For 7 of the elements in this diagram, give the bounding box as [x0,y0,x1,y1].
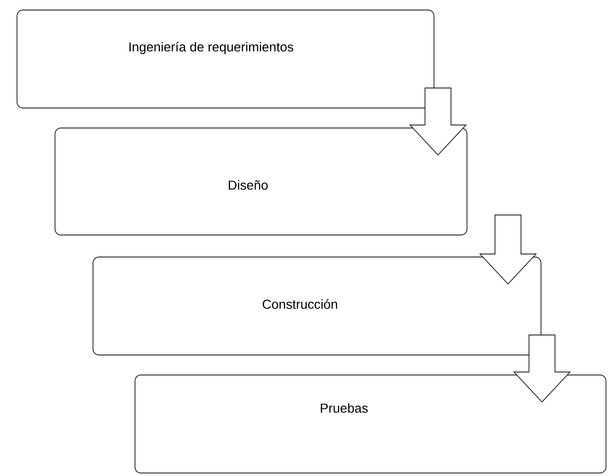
process-box: Pruebas [134,374,606,474]
block-arrow [479,214,537,284]
block-arrow [513,334,571,402]
process-box: Diseño [54,128,468,236]
process-box: Construcción [92,256,542,356]
process-box: Ingeniería de requerimientos [16,10,434,108]
block-arrow [409,88,467,156]
